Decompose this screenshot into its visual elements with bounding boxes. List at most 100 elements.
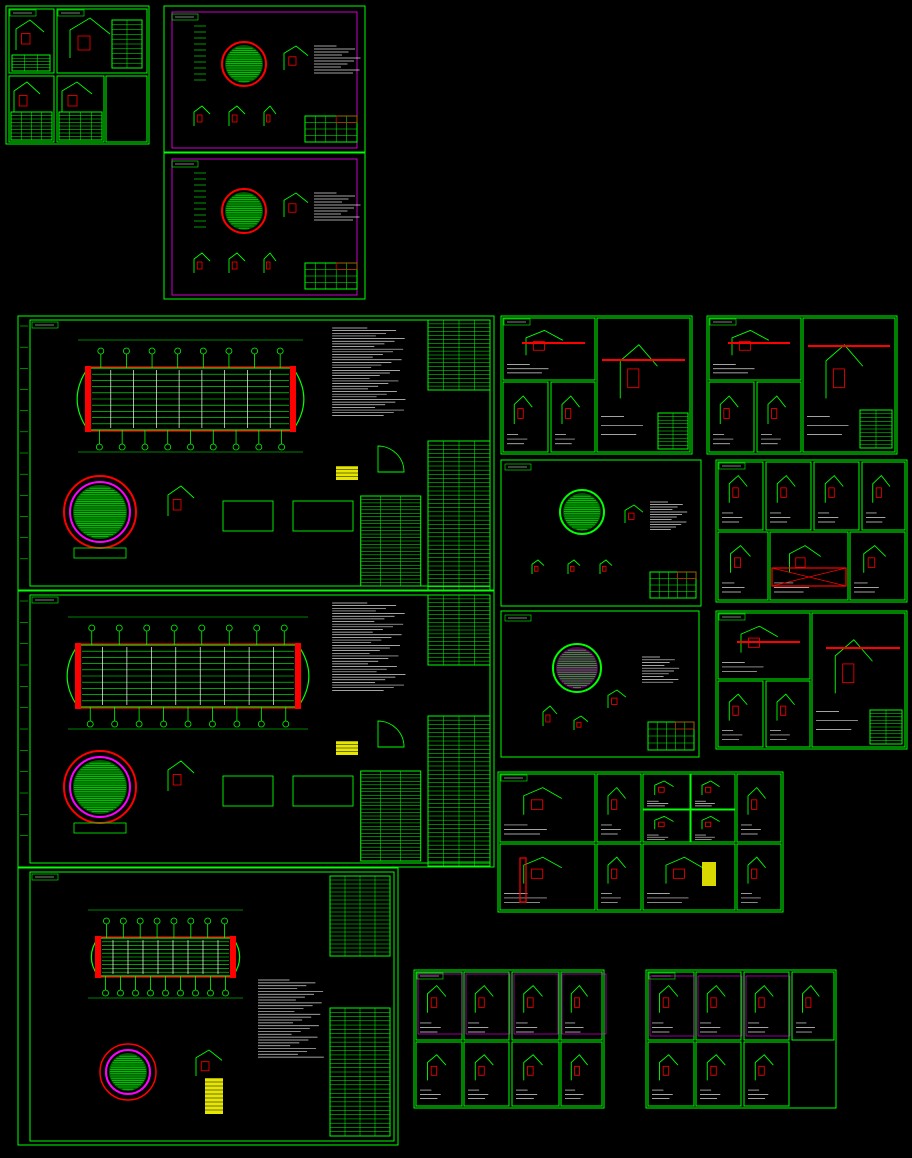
drawing-rect-192 xyxy=(31,321,59,329)
drawing-path-995 xyxy=(789,545,821,573)
drawing-rect-644 xyxy=(222,775,274,807)
drawing-rect-964 xyxy=(717,461,764,531)
drawing-rect-963 xyxy=(715,459,908,603)
drawing-circle-819 xyxy=(99,1043,157,1101)
drawing-path-1246 xyxy=(802,984,820,1013)
drawing-circle-484 xyxy=(209,720,216,728)
drawing-rect-5 xyxy=(105,75,148,143)
drawing-rect-4 xyxy=(56,75,105,143)
drawing-circle-231 xyxy=(225,347,233,355)
drawing-rect-881 xyxy=(832,368,845,389)
drawing-path-874 xyxy=(731,329,770,356)
drawing-rect-1036 xyxy=(611,697,618,705)
drawing-rect-1265 xyxy=(758,1065,765,1076)
drawing-rect-1119 xyxy=(690,773,736,810)
drawing-rect-119 xyxy=(171,158,358,296)
drawing-rect-1235 xyxy=(710,997,717,1008)
drawing-path-1179 xyxy=(474,984,494,1013)
sheet-14 xyxy=(413,969,607,1109)
drawing-rect-1060 xyxy=(715,610,908,750)
drawing-rect-1174 xyxy=(430,997,438,1008)
drawing-path-957 xyxy=(531,559,545,574)
drawing-rect-1012 xyxy=(504,614,532,622)
drawing-rect-106 xyxy=(231,114,238,123)
drawing-path-414 xyxy=(377,445,405,473)
drawing-rect-1253 xyxy=(662,1065,670,1076)
drawing-rect-1011 xyxy=(500,610,700,758)
drawing-rect-652 xyxy=(17,867,399,1146)
drawing-rect-1149 xyxy=(596,843,642,911)
drawing-rect-976 xyxy=(813,461,860,531)
drawing-rect-1121 xyxy=(705,786,712,793)
drawing-circle-122 xyxy=(221,188,267,234)
drawing-circle-235 xyxy=(276,347,284,355)
drawing-path-989 xyxy=(730,544,751,573)
drawing-path-1126 xyxy=(747,786,766,815)
drawing-rect-988 xyxy=(717,531,769,601)
drawing-rect-0 xyxy=(5,5,150,145)
drawing-path-12 xyxy=(69,17,111,58)
drawing-rect-1061 xyxy=(717,612,811,680)
drawing-rect-1127 xyxy=(751,799,758,810)
drawing-rect-117 xyxy=(335,115,358,123)
drawing-rect-1216 xyxy=(574,1065,580,1076)
drawing-circle-241 xyxy=(141,443,149,451)
drawing-circle-468 xyxy=(225,624,233,632)
sheet-11 xyxy=(500,610,700,758)
drawing-path-651 xyxy=(377,720,405,748)
drawing-path-167 xyxy=(263,252,277,273)
drawing-circle-460 xyxy=(115,624,123,632)
sheet-6 xyxy=(17,867,399,1146)
drawing-rect-214 xyxy=(85,366,91,432)
drawing-rect-1131 xyxy=(642,809,691,843)
drawing-path-163 xyxy=(193,252,211,273)
drawing-circle-486 xyxy=(233,720,241,728)
drawing-path-1035 xyxy=(607,689,627,708)
sheet-1 xyxy=(5,5,150,145)
drawing-circle-470 xyxy=(253,624,261,632)
drawing-rect-1222 xyxy=(417,973,463,1035)
drawing-rect-1259 xyxy=(710,1065,717,1076)
drawing-path-1197 xyxy=(427,1054,447,1081)
drawing-rect-1263 xyxy=(743,1041,790,1107)
drawing-path-1162 xyxy=(747,856,766,884)
drawing-path-432 xyxy=(66,644,79,708)
drawing-rect-166 xyxy=(231,261,238,270)
drawing-rect-1073 xyxy=(717,680,764,748)
drawing-path-1228 xyxy=(659,984,679,1013)
drawing-path-892 xyxy=(767,395,786,424)
sheet-2 xyxy=(163,5,366,153)
drawing-rect-1145 xyxy=(530,868,544,879)
drawing-circle-693 xyxy=(187,917,195,925)
drawing-rect-1223 xyxy=(465,973,511,1035)
drawing-rect-1233 xyxy=(695,971,742,1041)
drawing-rect-1171 xyxy=(413,969,605,1109)
drawing-rect-1055 xyxy=(675,721,695,730)
drawing-rect-1225 xyxy=(561,973,607,1035)
drawing-rect-984 xyxy=(875,487,882,498)
drawing-rect-885 xyxy=(708,381,755,453)
drawing-circle-482 xyxy=(184,720,192,728)
drawing-rect-1224 xyxy=(513,973,559,1035)
drawing-rect-1137 xyxy=(690,809,736,843)
drawing-circle-701 xyxy=(117,989,124,997)
drawing-rect-676 xyxy=(95,936,101,978)
drawing-circle-614 xyxy=(73,760,127,814)
drawing-circle-466 xyxy=(198,624,206,632)
sheet-10 xyxy=(715,459,908,603)
drawing-rect-1220 xyxy=(416,972,444,980)
drawing-path-1185 xyxy=(523,984,543,1013)
drawing-path-196 xyxy=(292,367,305,431)
drawing-circle-715 xyxy=(222,989,229,997)
drawing-rect-1109 xyxy=(611,799,618,810)
drawing-rect-1151 xyxy=(611,868,618,879)
drawing-rect-970 xyxy=(765,461,812,531)
drawing-rect-845 xyxy=(502,381,549,453)
drawing-circle-707 xyxy=(162,989,169,997)
drawing-rect-1133 xyxy=(658,821,665,828)
drawing-rect-956 xyxy=(677,571,697,579)
drawing-circle-697 xyxy=(221,917,228,925)
drawing-rect-960 xyxy=(570,565,575,572)
drawing-path-1144 xyxy=(523,856,562,884)
